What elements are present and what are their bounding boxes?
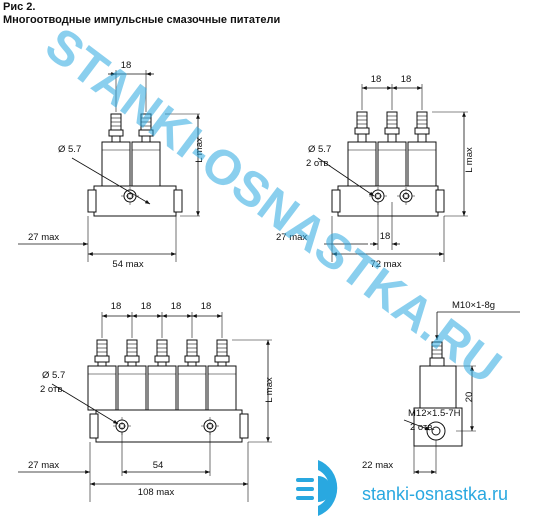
outlet-stem <box>97 361 107 367</box>
d2-spacing-bottom: 18 <box>380 231 391 242</box>
parts-layer <box>87 111 463 447</box>
outlet-nut <box>124 355 140 363</box>
base-end-left <box>331 189 341 213</box>
d2-hole: Ø 5.7 <box>308 144 331 155</box>
base-block <box>331 185 445 217</box>
outlet-column <box>407 111 437 187</box>
outlet-body <box>377 141 407 187</box>
d3-hole-count: 2 отв. <box>40 384 65 395</box>
outlet-stem <box>187 361 197 367</box>
outlet-nut <box>154 355 170 363</box>
d4-dim-20: 20 <box>464 392 475 403</box>
d2-hole-leader <box>317 157 375 197</box>
outlet-column <box>101 113 131 187</box>
outlet-column <box>131 113 161 187</box>
outlet-body <box>147 365 177 411</box>
d3-offset: 27 max <box>28 460 59 471</box>
outlet-column <box>377 111 407 187</box>
outlet-body <box>207 365 237 411</box>
site-logo: stanki-osnastka.ru <box>296 460 508 516</box>
outlet-body <box>117 365 147 411</box>
d3-inner: 54 <box>153 460 164 471</box>
d4-offset: 22 max <box>362 460 393 471</box>
outlet-column <box>207 339 237 411</box>
d4-thread-top: M10×1-8g <box>452 300 495 311</box>
d1-height: L max <box>194 137 205 163</box>
d4-thread-side-leader <box>403 419 431 431</box>
outlet-stem <box>127 361 137 367</box>
d3-spacing-1: 18 <box>111 301 122 312</box>
base-end-left <box>87 189 97 213</box>
d3-spacing-2: 18 <box>141 301 152 312</box>
outlet-nut <box>108 129 124 137</box>
d2-offset: 27 max <box>276 232 307 243</box>
outlet-body <box>177 365 207 411</box>
d1-offset: 27 max <box>28 232 59 243</box>
outlet-nut <box>214 355 230 363</box>
d3-hole-leader <box>51 383 119 425</box>
d1-width: 54 max <box>112 259 143 270</box>
drawing-three-outlet: 18 18 Ø 5.7 2 отв. 18 27 max 72 max L ma… <box>276 74 475 270</box>
figure-number: Рис 2. <box>3 1 36 13</box>
base-end-left <box>89 413 99 439</box>
outlet-stem <box>417 133 427 143</box>
outlet-stem <box>357 133 367 143</box>
side-port-inner <box>431 426 441 436</box>
outlet-stem <box>387 133 397 143</box>
outlet-nut <box>354 127 370 135</box>
d2-width: 72 max <box>370 259 401 270</box>
side-view-body <box>413 341 463 447</box>
base-block <box>87 185 183 217</box>
base-plate <box>337 185 439 217</box>
base-plate <box>93 185 177 217</box>
outlet-stem <box>217 361 227 367</box>
drawing-five-outlet: 18 18 18 18 Ø 5.7 2 отв. 27 max 54 108 m… <box>28 301 275 498</box>
d2-hole-count: 2 отв. <box>306 158 331 169</box>
outlet-body <box>407 141 437 187</box>
d3-hole: Ø 5.7 <box>42 370 65 381</box>
d2-spacing-a: 18 <box>371 74 382 85</box>
outlet-column <box>87 339 117 411</box>
d1-hole-leader <box>71 157 151 205</box>
outlet-column <box>117 339 147 411</box>
logo-icon <box>296 460 338 516</box>
d2-spacing-b: 18 <box>401 74 412 85</box>
d4-thread-side: M12×1.5-7H <box>408 408 461 419</box>
base-end-right <box>239 413 249 439</box>
outlet-body <box>347 141 377 187</box>
outlet-stem <box>111 135 121 143</box>
base-end-right <box>435 189 445 213</box>
d3-spacing-3: 18 <box>171 301 182 312</box>
outlet-stem <box>157 361 167 367</box>
outlet-nut <box>414 127 430 135</box>
base-end-right <box>173 189 183 213</box>
outlet-column <box>347 111 377 187</box>
dimension-lines <box>18 70 520 502</box>
d2-height: L max <box>464 147 475 173</box>
outlet-column <box>147 339 177 411</box>
d3-width: 108 max <box>138 487 175 498</box>
outlet-body <box>101 141 131 187</box>
drawing-two-outlet: 18 Ø 5.7 27 max 54 max L max <box>28 60 205 270</box>
d1-spacing: 18 <box>121 60 132 71</box>
side-body <box>419 365 457 409</box>
outlet-nut <box>184 355 200 363</box>
figure-title: Многоотводные импульсные смазочные питат… <box>3 14 281 26</box>
site-url: stanki-osnastka.ru <box>362 484 508 504</box>
d3-spacing-4: 18 <box>201 301 212 312</box>
outlet-nut <box>384 127 400 135</box>
outlet-body <box>87 365 117 411</box>
outlet-body <box>131 141 161 187</box>
outlet-nut <box>94 355 110 363</box>
d3-height: L max <box>264 377 275 403</box>
drawing-side-view: M10×1-8g M12×1.5-7H 2 отв. 20 22 max <box>362 300 495 471</box>
outlet-column <box>177 339 207 411</box>
d1-hole: Ø 5.7 <box>58 144 81 155</box>
d4-hole-count: 2 отв. <box>410 422 435 433</box>
